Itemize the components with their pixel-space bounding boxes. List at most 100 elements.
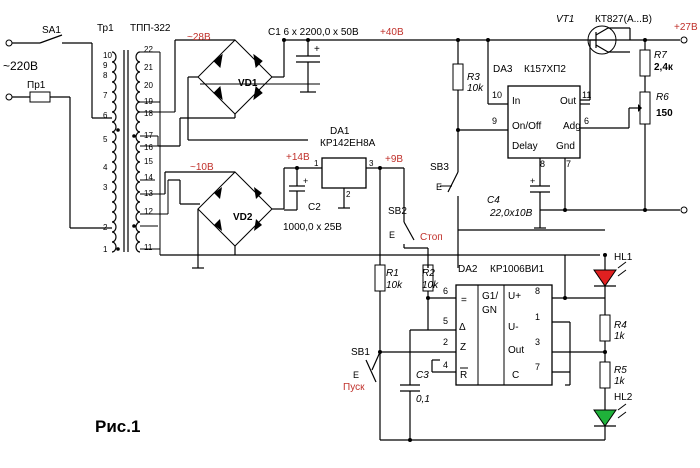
- da3-type: К157ХП2: [524, 64, 566, 75]
- svg-text:8: 8: [540, 159, 545, 169]
- secondary-pin-12: 12: [144, 207, 153, 216]
- svg-text:GN: GN: [482, 305, 497, 316]
- r5-resistor: [599, 361, 611, 389]
- sb2-label: SB2: [388, 206, 407, 217]
- figure-title: Рис.1: [95, 417, 140, 436]
- hl2-led: [593, 409, 617, 427]
- c1-label: C1 6 х 2200,0 х 50В: [268, 27, 359, 38]
- svg-text:9: 9: [492, 116, 497, 126]
- da1-type: КР142ЕН8А: [320, 138, 376, 149]
- r5-value: 1k: [614, 376, 626, 387]
- r4-resistor: [599, 314, 611, 342]
- v27-label: +27В: [674, 22, 698, 33]
- sb3-switch[interactable]: SB3 E: [430, 150, 605, 231]
- v9-label: +9В: [385, 154, 403, 165]
- svg-text:10: 10: [492, 90, 502, 100]
- sa1-label: SA1: [42, 25, 61, 36]
- r4-label: R4: [614, 320, 627, 331]
- primary-pin-7: 7: [103, 91, 108, 100]
- vt1-transistor: [587, 25, 617, 55]
- stop-label: Стоп: [420, 232, 443, 243]
- svg-text:1: 1: [535, 312, 540, 322]
- ac28-label: ~28В: [187, 32, 211, 43]
- svg-text:=: =: [461, 295, 467, 306]
- svg-text:E: E: [353, 370, 359, 380]
- svg-text:+: +: [314, 44, 320, 55]
- svg-text:U+: U+: [508, 291, 521, 302]
- da3-ref: DA3: [493, 64, 513, 75]
- svg-text:Δ: Δ: [459, 322, 466, 333]
- r1-label: R1: [386, 268, 399, 279]
- svg-text:Delay: Delay: [512, 141, 538, 152]
- tr-ref: Тр1: [97, 23, 114, 34]
- svg-text:3: 3: [535, 337, 540, 347]
- v40-label: +40В: [380, 27, 404, 38]
- svg-text:Z: Z: [460, 342, 466, 353]
- svg-text:3: 3: [369, 159, 374, 168]
- svg-text:5: 5: [443, 316, 448, 326]
- svg-text:2: 2: [346, 190, 351, 199]
- svg-text:1: 1: [314, 159, 319, 168]
- da1-regulator: DA1 КР142ЕН8А 1 3 2 + C2 1000,0 х 25В +1…: [283, 126, 404, 233]
- r1-value: 10k: [386, 280, 403, 291]
- secondary-pin-15: 15: [144, 157, 153, 166]
- c4-label: C4: [487, 195, 500, 206]
- svg-text:Out: Out: [508, 345, 524, 356]
- sb2-switch[interactable]: SB2 E Стоп: [388, 168, 443, 268]
- secondary-pin-22: 22: [144, 45, 153, 54]
- hl2-label: HL2: [614, 392, 633, 403]
- secondary-pin-18: 18: [144, 109, 153, 118]
- svg-text:U-: U-: [508, 322, 519, 333]
- hl1-led: [593, 269, 617, 287]
- tr-type: ТПП-322: [130, 23, 171, 34]
- svg-text:6: 6: [443, 286, 448, 296]
- da2-timer: DA2 КР1006ВИ1 = Δ Z R G1/ GN U+ U- Out C…: [374, 168, 607, 442]
- vd2-bridge: VD2 ~10В: [190, 162, 285, 269]
- sa1-switch: [39, 34, 63, 44]
- led-chain: HL1 R4 1k R5 1k HL2: [593, 252, 633, 440]
- r2-value: 10k: [422, 280, 439, 291]
- primary-pin-4: 4: [103, 163, 108, 172]
- svg-text:G1/: G1/: [482, 291, 498, 302]
- sb3-label: SB3: [430, 162, 449, 173]
- vt1-section: VT1 КТ827(А...В) +27В R7 2,4к R6 150: [556, 14, 698, 214]
- svg-text:In: In: [512, 96, 520, 107]
- primary-pin-2: 2: [103, 223, 108, 232]
- sb1-switch[interactable]: SB1 E Пуск: [343, 347, 381, 393]
- r6-value: 150: [656, 108, 673, 119]
- r1-resistor: [374, 264, 386, 292]
- svg-text:7: 7: [535, 362, 540, 372]
- r7-resistor: [639, 49, 651, 77]
- da1-box: [321, 157, 367, 189]
- r6-label: R6: [656, 92, 669, 103]
- ac10-label: ~10В: [190, 162, 214, 173]
- svg-text:11: 11: [582, 90, 591, 100]
- r7-label: R7: [654, 50, 667, 61]
- r3-resistor: [452, 63, 464, 91]
- c2-label: C2: [308, 202, 321, 213]
- start-label: Пуск: [343, 382, 365, 393]
- svg-text:R: R: [460, 370, 467, 381]
- c4-value: 22,0х10В: [489, 208, 533, 219]
- vt1-ref: VT1: [556, 14, 574, 25]
- c2-value: 1000,0 х 25В: [283, 222, 342, 233]
- da2-ref: DA2: [458, 264, 478, 275]
- svg-text:4: 4: [443, 360, 448, 370]
- secondary-pin-21: 21: [144, 63, 153, 72]
- primary-pin-6: 6: [103, 111, 108, 120]
- mains-label: ~220В: [3, 59, 38, 73]
- vd1-bridge: VD1 ~28В: [187, 32, 285, 141]
- svg-text:8: 8: [535, 286, 540, 296]
- svg-text:+: +: [303, 176, 308, 186]
- da3-chip: DA3 К157ХП2 In Out On/Off Adg Delay Gnd …: [452, 38, 645, 229]
- sb1-label: SB1: [351, 347, 370, 358]
- fuse-label: Пр1: [27, 80, 46, 91]
- vd2-label: VD2: [233, 212, 253, 223]
- da3-box: [507, 85, 581, 159]
- svg-text:6: 6: [584, 116, 589, 126]
- primary-pin-10: 10: [103, 51, 112, 60]
- r4-value: 1k: [614, 331, 626, 342]
